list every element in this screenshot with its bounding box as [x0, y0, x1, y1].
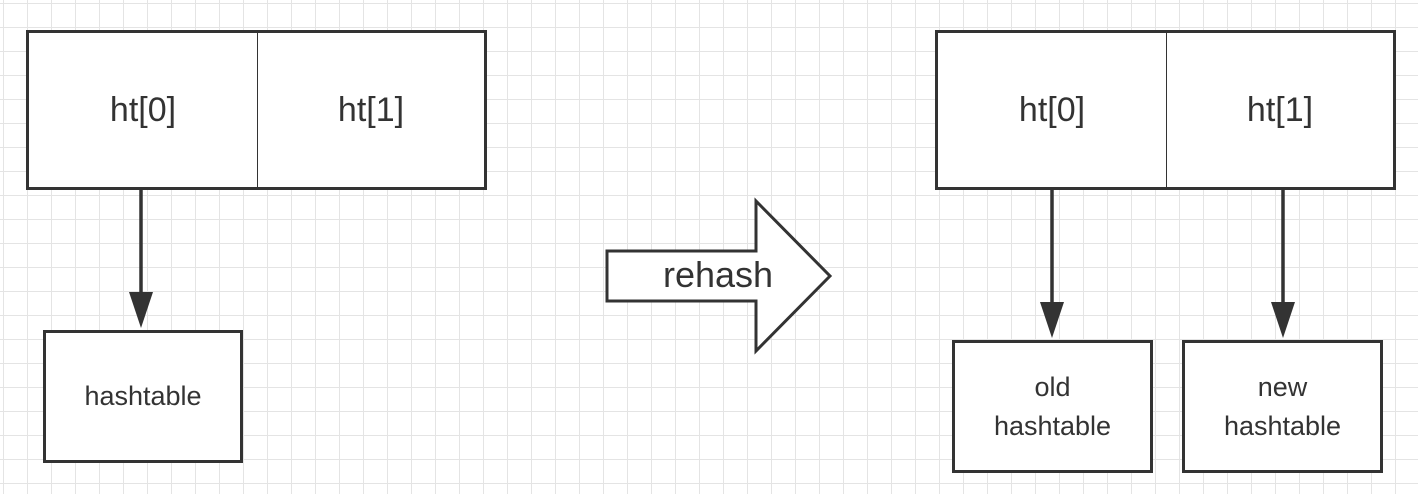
left-ht0-label: ht[0] — [109, 90, 177, 129]
right-ht1-label: ht[1] — [1246, 90, 1314, 129]
old-hashtable-box: old hashtable — [952, 340, 1153, 473]
left-ht0-cell: ht[0] — [26, 30, 258, 190]
old-hashtable-label: old hashtable — [993, 371, 1112, 441]
right-ht0-cell: ht[0] — [935, 30, 1167, 190]
left-hashtable-box: hashtable — [43, 330, 243, 463]
arrow-ht0-to-old-hashtable-head — [1040, 302, 1064, 338]
rehash-label: rehash — [662, 254, 774, 295]
rehash-arrow-shape — [605, 197, 833, 355]
right-ht1-cell: ht[1] — [1166, 30, 1396, 190]
left-ht1-label: ht[1] — [337, 90, 405, 129]
right-ht0-label: ht[0] — [1018, 90, 1086, 129]
left-hashtable-label: hashtable — [84, 381, 202, 411]
arrow-ht1-to-new-hashtable-head — [1271, 302, 1295, 338]
left-ht1-cell: ht[1] — [257, 30, 487, 190]
new-hashtable-box: new hashtable — [1182, 340, 1383, 473]
arrow-ht0-to-hashtable-head — [129, 292, 153, 328]
new-hashtable-label: new hashtable — [1223, 371, 1342, 441]
